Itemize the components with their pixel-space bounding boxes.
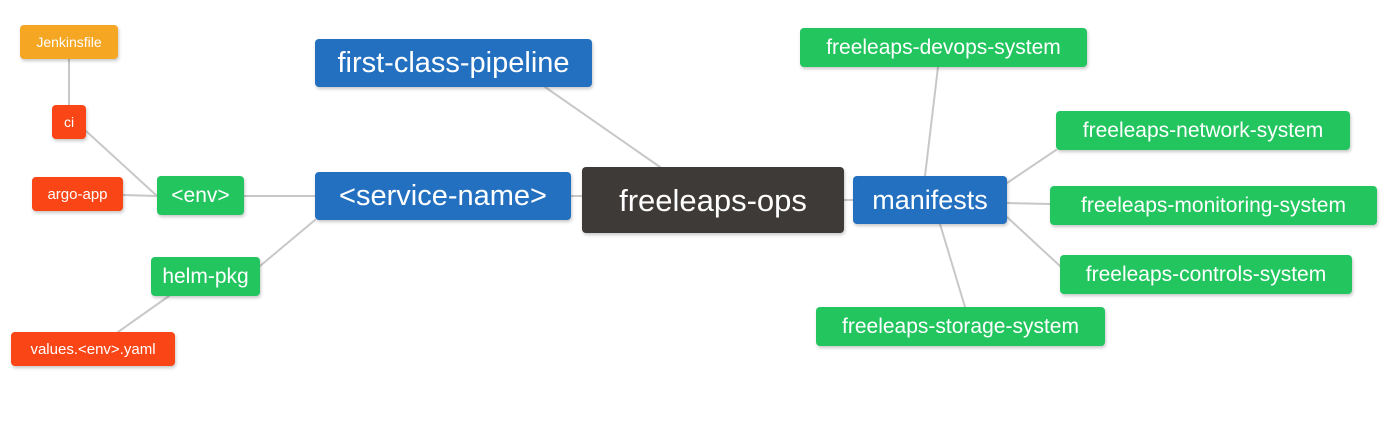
mindmap-node-label: Jenkinsfile: [36, 34, 102, 50]
mindmap-node-first-class-pipeline[interactable]: first-class-pipeline: [315, 39, 592, 87]
mindmap-node-argo-app[interactable]: argo-app: [32, 177, 123, 211]
mindmap-edge: [1006, 202, 1051, 205]
mindmap-node-label: <service-name>: [339, 179, 547, 212]
mindmap-node-label: freeleaps-ops: [619, 182, 807, 218]
mindmap-node-env[interactable]: <env>: [157, 176, 244, 215]
mindmap-node-freeleaps-ops[interactable]: freeleaps-ops: [582, 167, 844, 233]
mindmap-edge: [259, 219, 316, 267]
mindmap-node-freeleaps-storage-system[interactable]: freeleaps-storage-system: [816, 307, 1105, 346]
mindmap-node-values-yaml[interactable]: values.<env>.yaml: [11, 332, 175, 366]
mindmap-node-label: freeleaps-controls-system: [1085, 263, 1327, 286]
mindmap-node-freeleaps-devops-system[interactable]: freeleaps-devops-system: [800, 28, 1087, 67]
mindmap-node-label: argo-app: [47, 185, 108, 203]
mindmap-edge: [939, 223, 966, 308]
mindmap-node-freeleaps-monitoring-system[interactable]: freeleaps-monitoring-system: [1050, 186, 1377, 225]
mindmap-node-label: freeleaps-network-system: [1082, 119, 1324, 142]
mindmap-node-service-name[interactable]: <service-name>: [315, 172, 571, 220]
mindmap-node-label: freeleaps-storage-system: [842, 315, 1079, 338]
mindmap-edge: [1006, 149, 1057, 184]
mindmap-edge: [544, 86, 661, 168]
mindmap-node-label: ci: [63, 114, 75, 130]
mindmap-node-label: <env>: [171, 184, 230, 207]
mindmap-edge: [117, 295, 170, 333]
mindmap-node-freeleaps-controls-system[interactable]: freeleaps-controls-system: [1060, 255, 1352, 294]
mindmap-node-label: manifests: [872, 184, 988, 215]
mindmap-node-label: helm-pkg: [162, 265, 249, 288]
mindmap-node-label: values.<env>.yaml: [30, 340, 156, 358]
mindmap-node-label: freeleaps-monitoring-system: [1081, 194, 1346, 217]
mindmap-edge: [924, 66, 939, 177]
mindmap-node-manifests[interactable]: manifests: [853, 176, 1007, 224]
mindmap-edge: [122, 194, 158, 197]
mindmap-node-jenkinsfile[interactable]: Jenkinsfile: [20, 25, 118, 59]
mindmap-node-ci[interactable]: ci: [52, 105, 86, 139]
mindmap-node-label: freeleaps-devops-system: [826, 36, 1061, 59]
mindmap-node-freeleaps-network-system[interactable]: freeleaps-network-system: [1056, 111, 1350, 150]
mindmap-node-label: first-class-pipeline: [337, 46, 570, 79]
mindmap-node-helm-pkg[interactable]: helm-pkg: [151, 257, 260, 296]
